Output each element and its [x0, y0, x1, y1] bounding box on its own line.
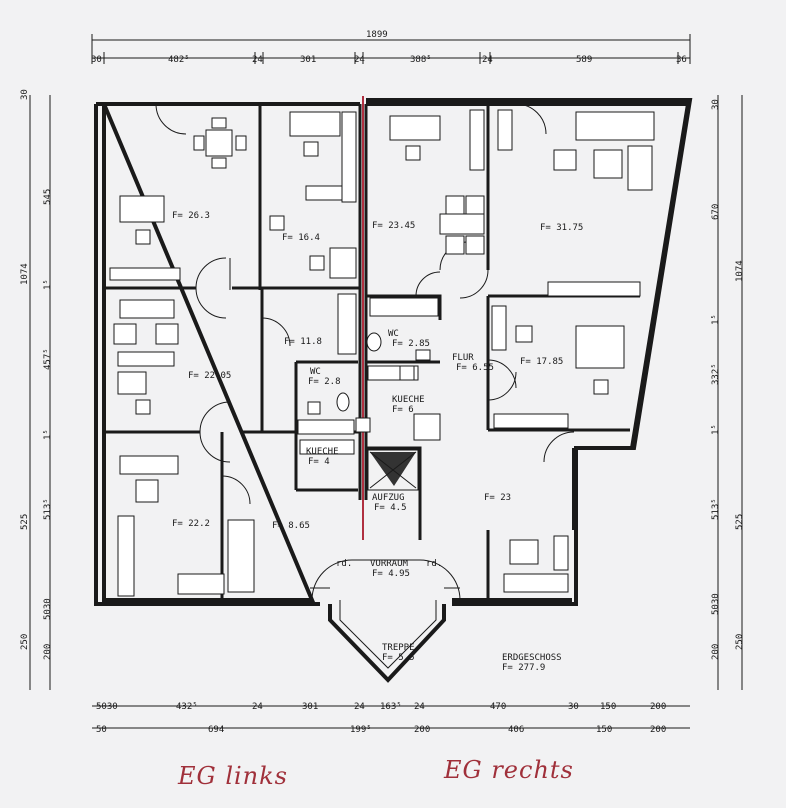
room-area-label: F= 26.3	[172, 211, 210, 221]
room-area-label: F= 11.8	[284, 337, 322, 347]
room-area-label: F= 17.85	[520, 357, 563, 367]
right-dim: 250	[735, 634, 745, 650]
right-dimension-lines: 30 670 1⁵ 332⁵ 1⁵ 513⁵ 5030 1074 525 250…	[711, 95, 745, 690]
left-dim: 513⁵	[43, 498, 53, 520]
right-dim: 5030	[711, 593, 721, 615]
left-dim: 1⁵	[43, 429, 53, 440]
top-total-dim: 1899	[366, 30, 388, 40]
bottom-dim: 301	[302, 702, 318, 712]
flur-name-label: FLUR	[452, 353, 474, 363]
bottom-dim: 24	[252, 702, 263, 712]
rd-label: rd.	[336, 559, 352, 569]
room-area-label: F= 23	[484, 493, 511, 503]
bottom-dim: 432⁵	[176, 702, 198, 712]
left-dim: 457⁵	[43, 348, 53, 370]
elevator-shaft	[367, 449, 419, 491]
stair-name-label: TREPPE	[382, 643, 415, 653]
bottom-dim: 200	[650, 725, 666, 735]
kitchen-name-label: KUECHE	[392, 395, 425, 405]
left-dim: 545	[43, 189, 53, 205]
right-dim: 200	[711, 644, 721, 660]
bottom-dim: 406	[508, 725, 524, 735]
room-area-label: F= 4.95	[372, 569, 410, 579]
bottom-dim: 200	[650, 702, 666, 712]
room-area-label: F= 2.8	[308, 377, 341, 387]
top-dim: 589	[576, 55, 592, 65]
bottom-dim: 150	[596, 725, 612, 735]
bottom-dim: 24	[414, 702, 425, 712]
room-area-label: F= 5.5	[382, 653, 415, 663]
left-dimension-lines: 30 545 1⁵ 457⁵ 1⁵ 513⁵ 5030 1074 525 250…	[20, 89, 53, 690]
bottom-dimension-lines: 5030 432⁵ 24 301 24 163⁵ 24 470 30 150 2…	[92, 702, 690, 735]
vorraum-name-label: VORRAUM	[370, 559, 409, 569]
top-dim: 24	[354, 55, 365, 65]
room-area-label: F= 8.65	[272, 521, 310, 531]
floor-area-label: F= 277.9	[502, 663, 545, 673]
furniture	[109, 109, 655, 597]
room-area-label: F= 31.75	[540, 223, 583, 233]
left-dim: 1⁵	[43, 279, 53, 290]
left-dim: 5030	[43, 598, 53, 620]
room-area-label: F= 23.45	[372, 221, 415, 231]
bottom-dim: 694	[208, 725, 224, 735]
bottom-dim: 50	[96, 725, 107, 735]
room-area-label: F= 2.85	[392, 339, 430, 349]
right-dim: 513⁵	[711, 498, 721, 520]
top-dim: 24	[252, 55, 263, 65]
left-dim: 250	[20, 634, 30, 650]
room-area-label: F= 6	[392, 405, 414, 415]
elevator-name-label: AUFZUG	[372, 493, 405, 503]
bottom-dim: 150	[600, 702, 616, 712]
room-area-label: F= 4	[308, 457, 330, 467]
top-dim: 388⁵	[410, 55, 432, 65]
right-total-dim: 1074	[735, 260, 745, 282]
left-dim: 200	[43, 644, 53, 660]
handwritten-note-right: EG rechts	[444, 756, 574, 784]
room-labels: F= 26.3 F= 16.4 F= 23.45 F= 31.75 F= 22.…	[172, 211, 583, 673]
bottom-dim: 5030	[96, 702, 118, 712]
exterior-walls	[94, 98, 693, 683]
top-dim: 301	[300, 55, 316, 65]
top-dim: 36	[676, 55, 687, 65]
bottom-dim: 163⁵	[380, 702, 402, 712]
right-dim: 670	[711, 204, 721, 220]
right-dim: 30	[711, 99, 721, 110]
floor-name-label: ERDGESCHOSS	[502, 653, 562, 663]
wc-name-label: WC	[310, 367, 321, 377]
right-dim: 525	[735, 514, 745, 530]
bottom-dim: 24	[354, 702, 365, 712]
top-dim: 482⁵	[168, 55, 190, 65]
room-area-label: F= 6.55	[456, 363, 494, 373]
left-dim: 30	[20, 89, 30, 100]
room-area-label: F= 22.05	[188, 371, 231, 381]
room-area-label: F= 22.2	[172, 519, 210, 529]
rd-label: rd.	[426, 559, 442, 569]
kitchen-name-label: KUECHE	[306, 447, 339, 457]
bottom-dim: 200	[414, 725, 430, 735]
top-dim: 30	[91, 55, 102, 65]
top-dimension-lines: 1899 30 482⁵ 24 301 24 388⁵ 24 589 36	[91, 30, 691, 65]
right-dim: 1⁵	[711, 314, 721, 325]
right-dim: 332⁵	[711, 363, 721, 385]
bottom-dim: 30	[568, 702, 579, 712]
right-dim: 1⁵	[711, 424, 721, 435]
room-area-label: F= 4.5	[374, 503, 407, 513]
left-dim: 525	[20, 514, 30, 530]
room-area-label: F= 16.4	[282, 233, 320, 243]
bottom-dim: 470	[490, 702, 506, 712]
handwritten-note-left: EG links	[178, 762, 288, 790]
wc-name-label: WC	[388, 329, 399, 339]
left-total-dim: 1074	[20, 263, 30, 285]
top-dim: 24	[482, 55, 493, 65]
bottom-dim: 199⁵	[350, 725, 372, 735]
